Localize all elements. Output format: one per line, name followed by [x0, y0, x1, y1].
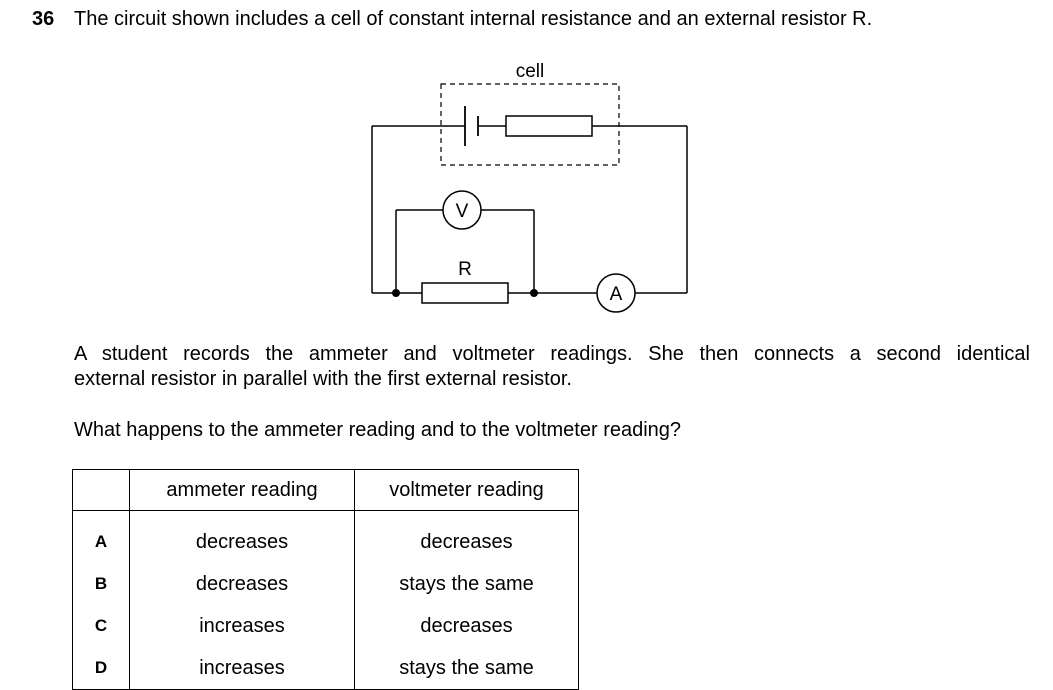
- scenario-line-2: external resistor in parallel with the f…: [74, 368, 572, 390]
- question-prompt: What happens to the ammeter reading and …: [74, 419, 682, 441]
- header-voltmeter: voltmeter reading: [354, 469, 579, 511]
- question-number: 36: [32, 8, 55, 30]
- header-ammeter: ammeter reading: [129, 469, 355, 511]
- circuit-diagram: cell V R A: [371, 61, 688, 313]
- answer-table: ammeter reading voltmeter reading A decr…: [72, 469, 579, 690]
- option-letter: D: [72, 647, 130, 690]
- cell-boundary: [440, 83, 620, 166]
- question-stem: The circuit shown includes a cell of con…: [74, 8, 873, 30]
- scenario-line-1: A student records the ammeter and voltme…: [74, 343, 1030, 365]
- voltmeter-change: decreases: [354, 605, 579, 647]
- ammeter-change: decreases: [129, 563, 355, 605]
- voltmeter-symbol: V: [456, 201, 469, 222]
- ammeter-symbol: A: [610, 284, 623, 305]
- answer-row-a[interactable]: A decreases decreases: [72, 510, 579, 563]
- option-letter: A: [72, 510, 130, 563]
- scenario-paragraph: A student records the ammeter and voltme…: [74, 342, 1030, 392]
- header-option: [72, 469, 130, 511]
- external-resistor: [421, 282, 509, 304]
- voltmeter-change: stays the same: [354, 563, 579, 605]
- voltmeter-change: decreases: [354, 510, 579, 563]
- junction-left: [392, 289, 400, 297]
- resistor-label: R: [458, 259, 472, 280]
- internal-resistor: [505, 115, 593, 137]
- answer-row-b[interactable]: B decreases stays the same: [72, 563, 579, 605]
- cell-label: cell: [516, 61, 545, 82]
- table-header-row: ammeter reading voltmeter reading: [72, 469, 579, 511]
- voltmeter-change: stays the same: [354, 647, 579, 690]
- ammeter-change: increases: [129, 605, 355, 647]
- option-letter: B: [72, 563, 130, 605]
- option-letter: C: [72, 605, 130, 647]
- ammeter-change: decreases: [129, 510, 355, 563]
- ammeter-change: increases: [129, 647, 355, 690]
- answer-row-d[interactable]: D increases stays the same: [72, 647, 579, 690]
- answer-row-c[interactable]: C increases decreases: [72, 605, 579, 647]
- junction-right: [530, 289, 538, 297]
